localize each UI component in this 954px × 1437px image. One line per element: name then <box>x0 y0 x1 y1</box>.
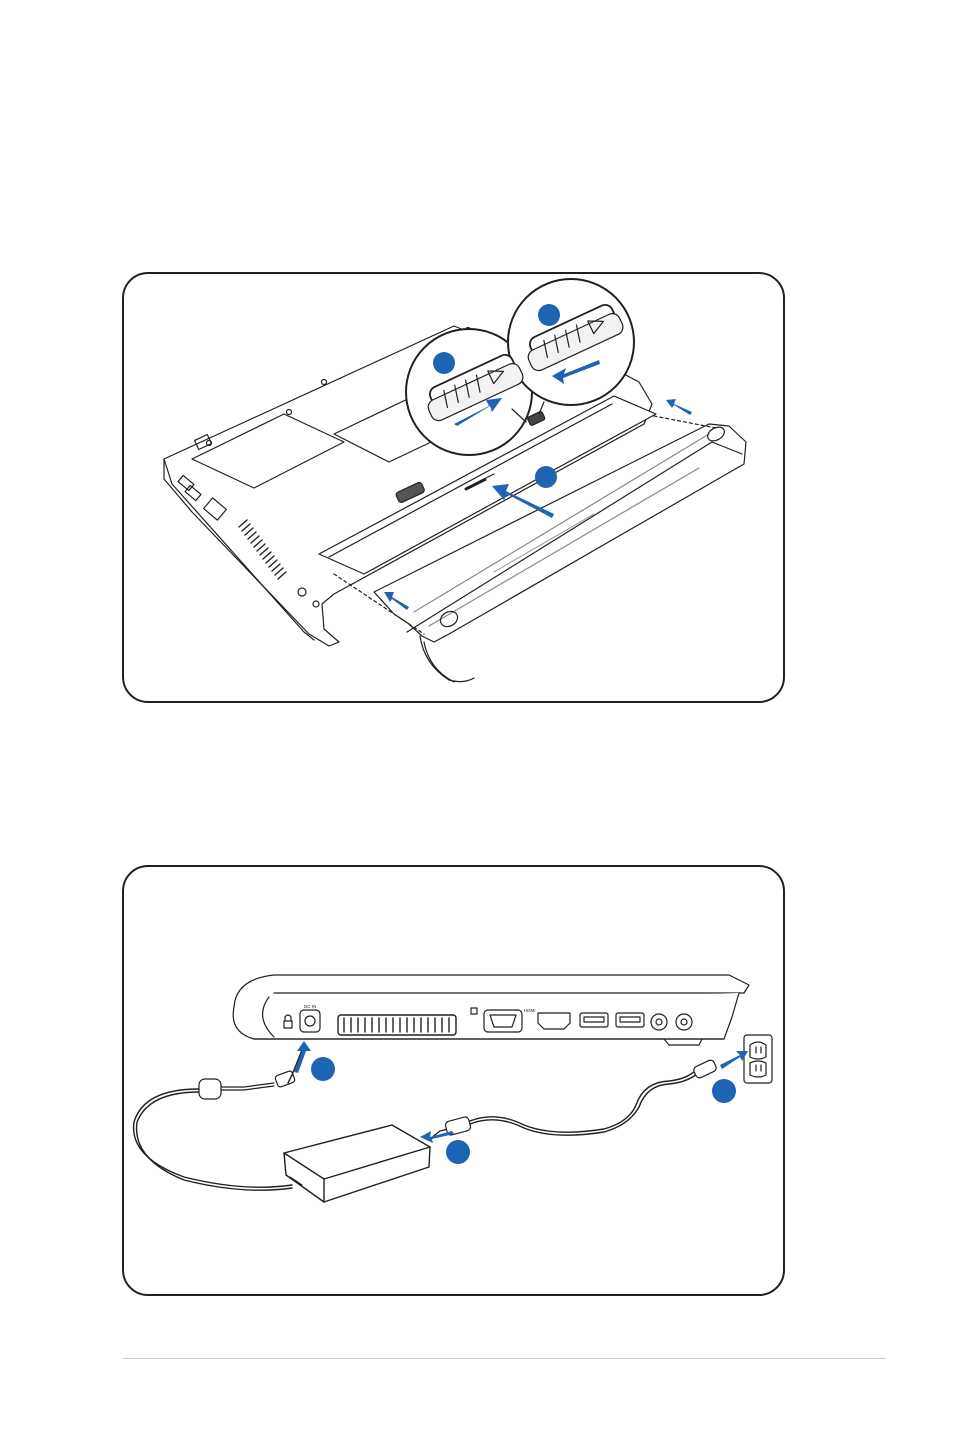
footer-rule <box>123 1358 886 1359</box>
callout-power-1 <box>311 1057 335 1081</box>
dc-in-label: DC IN <box>304 1004 316 1009</box>
battery-installation-figure <box>122 272 785 703</box>
battery-illustration <box>124 274 785 703</box>
power-illustration: DC IN HDMI <box>124 867 785 1296</box>
callout-1 <box>433 352 455 374</box>
callout-power-3 <box>712 1079 736 1103</box>
wall-outlet-icon <box>744 1035 772 1083</box>
callout-2 <box>538 304 560 326</box>
callout-power-2 <box>446 1140 470 1164</box>
callout-3 <box>535 466 557 488</box>
hdmi-label: HDMI <box>524 1008 536 1013</box>
power-connection-figure: DC IN HDMI <box>122 865 785 1296</box>
